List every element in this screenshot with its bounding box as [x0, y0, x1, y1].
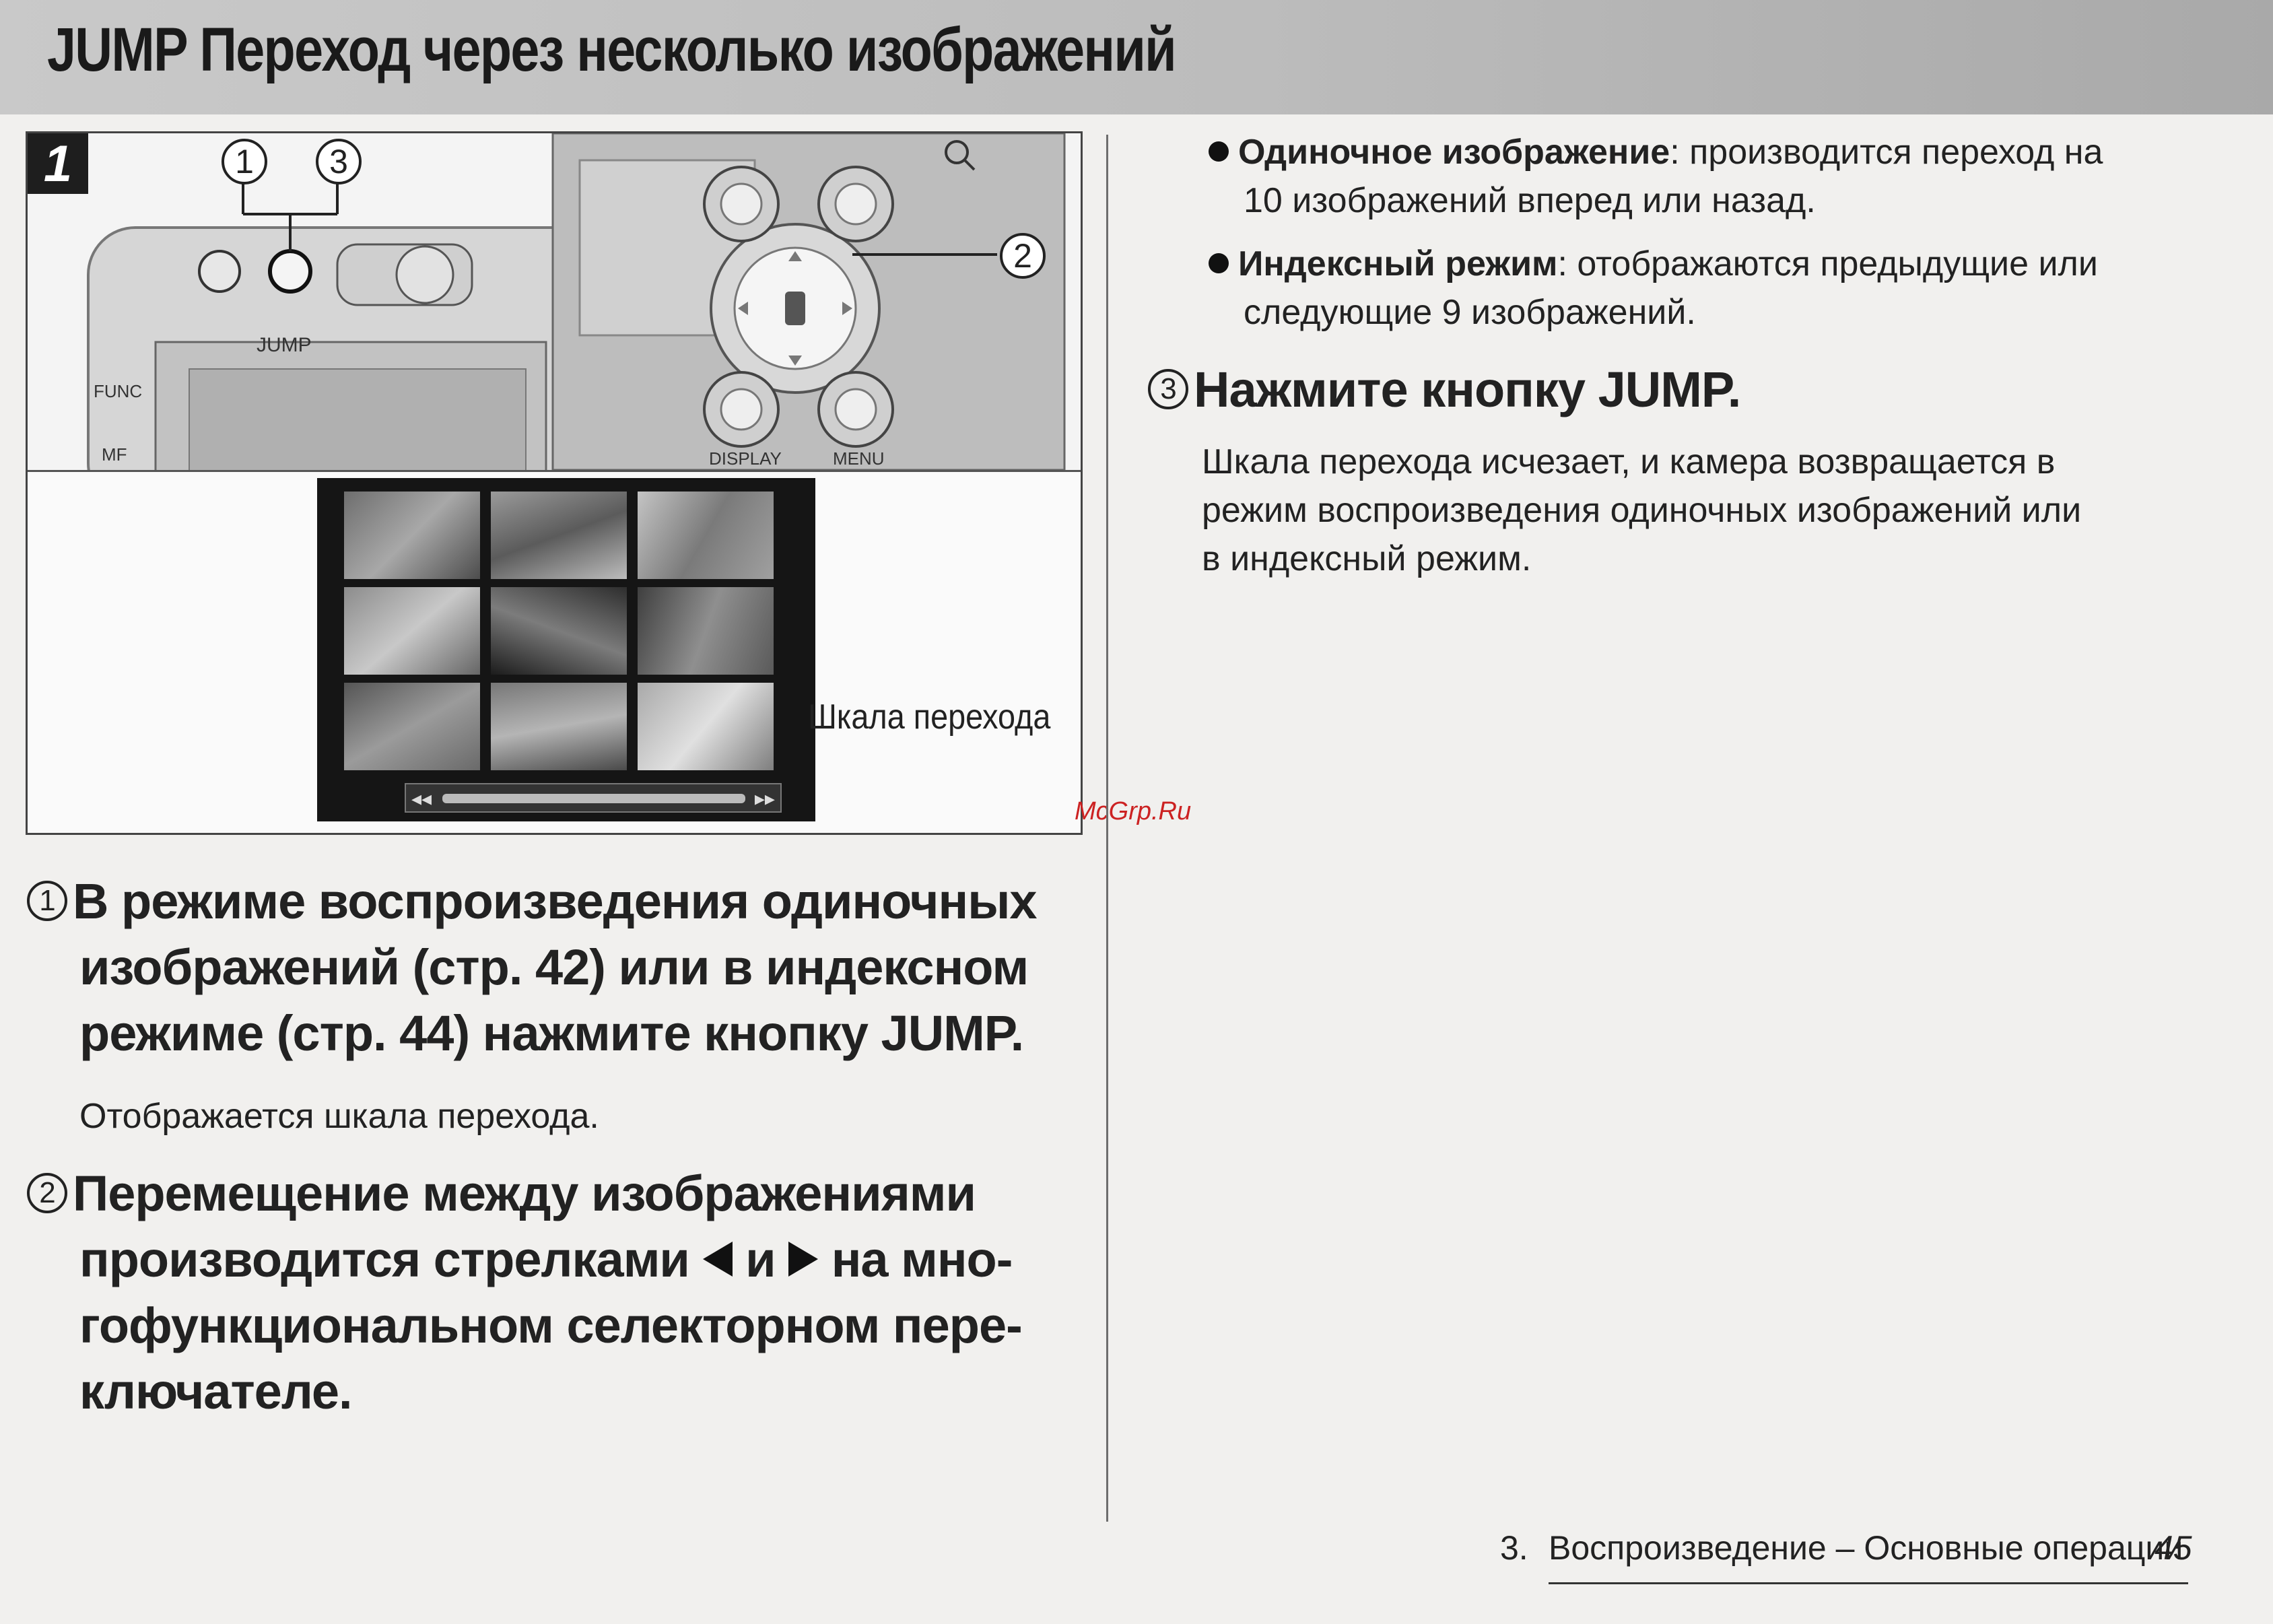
step-1-number: 1 [27, 881, 67, 922]
menu-label: MENU [833, 448, 885, 469]
fast-forward-icon: ▸▸ [754, 788, 775, 810]
bullet-2-rest: : отображаются предыдущие или [1557, 244, 2098, 283]
bullet-icon [1209, 141, 1229, 162]
thumbnail-7 [344, 683, 480, 770]
step-2-line-2a: производится стрелками [79, 1231, 690, 1287]
step-2-line-3: гофункциональном селекторном пере- [79, 1297, 1023, 1353]
camera-back-illustration: 1 1 3 2 JUMP FUNC MF DISPLAY MENU [28, 133, 1081, 472]
flash-button-icon [198, 250, 241, 293]
step-3-line-2: режим воспроизведения одиночных изображе… [1202, 491, 2082, 530]
bullet-2-bold: Индексный режим [1238, 244, 1558, 283]
page-title: JUMP Переход через несколько изображений [47, 15, 1177, 84]
bullet-1-rest: : производится переход на [1670, 133, 2103, 172]
step-2-line-1: Перемещение между изображениями [73, 1165, 976, 1221]
func-label: FUNC [94, 381, 143, 401]
thumbnail-1 [344, 492, 480, 579]
column-divider [1106, 135, 1108, 1522]
step-2-and: и [745, 1231, 776, 1287]
footer-chapter: 3. [1500, 1529, 1528, 1567]
bullet-1-bold: Одиночное изображение [1238, 133, 1670, 172]
watermark: McGrp.Ru [1075, 797, 1192, 825]
step-3-number: 3 [1148, 369, 1188, 410]
step-3-line-1: Шкала перехода исчезает, и камера возвра… [1202, 442, 2056, 481]
mf-label: MF [102, 444, 127, 465]
left-arrow-icon [702, 1242, 733, 1277]
right-arrow-icon [788, 1242, 819, 1277]
step-2-line-4: ключателе. [79, 1363, 353, 1419]
step-3-body: Шкала перехода исчезает, и камера возвра… [1202, 438, 2081, 583]
thumbnail-2 [491, 492, 627, 579]
step-1-line-1: В режиме воспроизведения одиночных [73, 873, 1038, 929]
callout-1: 1 [222, 139, 267, 184]
jump-label: JUMP [257, 334, 312, 356]
zoom-icon [945, 140, 969, 164]
step-1-line-3: режиме (стр. 44) нажмите кнопку JUMP. [79, 1005, 1024, 1061]
jump-button-icon [268, 249, 312, 294]
rewind-icon: ◂◂ [411, 788, 432, 810]
thumbnail-5 [491, 587, 627, 675]
callout-2: 2 [1000, 233, 1046, 279]
bullet-1-cont: 10 изображений вперед или назад. [1244, 181, 1816, 220]
step-1-note: Отображается шкала перехода. [79, 1097, 599, 1136]
callout-3: 3 [316, 139, 362, 184]
bullet-2-cont: следующие 9 изображений. [1244, 293, 1696, 332]
step-number-label: 1 [28, 133, 88, 194]
camera-drawing [87, 133, 1066, 470]
step-2-line-2b: на мно- [831, 1231, 1013, 1287]
header-band [0, 0, 2273, 114]
page-number: 45 [2155, 1529, 2192, 1567]
footer-rule [1549, 1582, 2188, 1584]
bullet-index-mode: Индексный режим: отображаются предыдущие… [1209, 240, 2098, 337]
thumbnail-9 [638, 683, 774, 770]
bullet-icon [1209, 253, 1229, 274]
step-1-line-2: изображений (стр. 42) или в индексном [79, 939, 1029, 995]
display-label: DISPLAY [709, 448, 782, 469]
thumbnail-3 [638, 492, 774, 579]
illustration-frame: 1 1 3 2 JUMP FUNC MF DISPLAY MENU ◂◂ ▸▸ [26, 131, 1083, 835]
scale-bar-caption: Шкала перехода [808, 698, 1051, 737]
jump-scale-bar: ◂◂ ▸▸ [405, 783, 782, 813]
step-3-line-3: в индексный режим. [1202, 539, 1532, 578]
footer-section: Воспроизведение – Основные операции [1549, 1529, 2183, 1567]
scale-bar-track [442, 794, 745, 803]
lcd-screen: ◂◂ ▸▸ [317, 478, 815, 821]
step-2-number: 2 [27, 1173, 67, 1214]
step-3-title: Нажмите кнопку JUMP. [1194, 362, 1741, 417]
thumbnail-4 [344, 587, 480, 675]
thumbnail-8 [491, 683, 627, 770]
thumbnail-6 [638, 587, 774, 675]
bullet-single-image: Одиночное изображение: производится пере… [1209, 128, 2103, 225]
